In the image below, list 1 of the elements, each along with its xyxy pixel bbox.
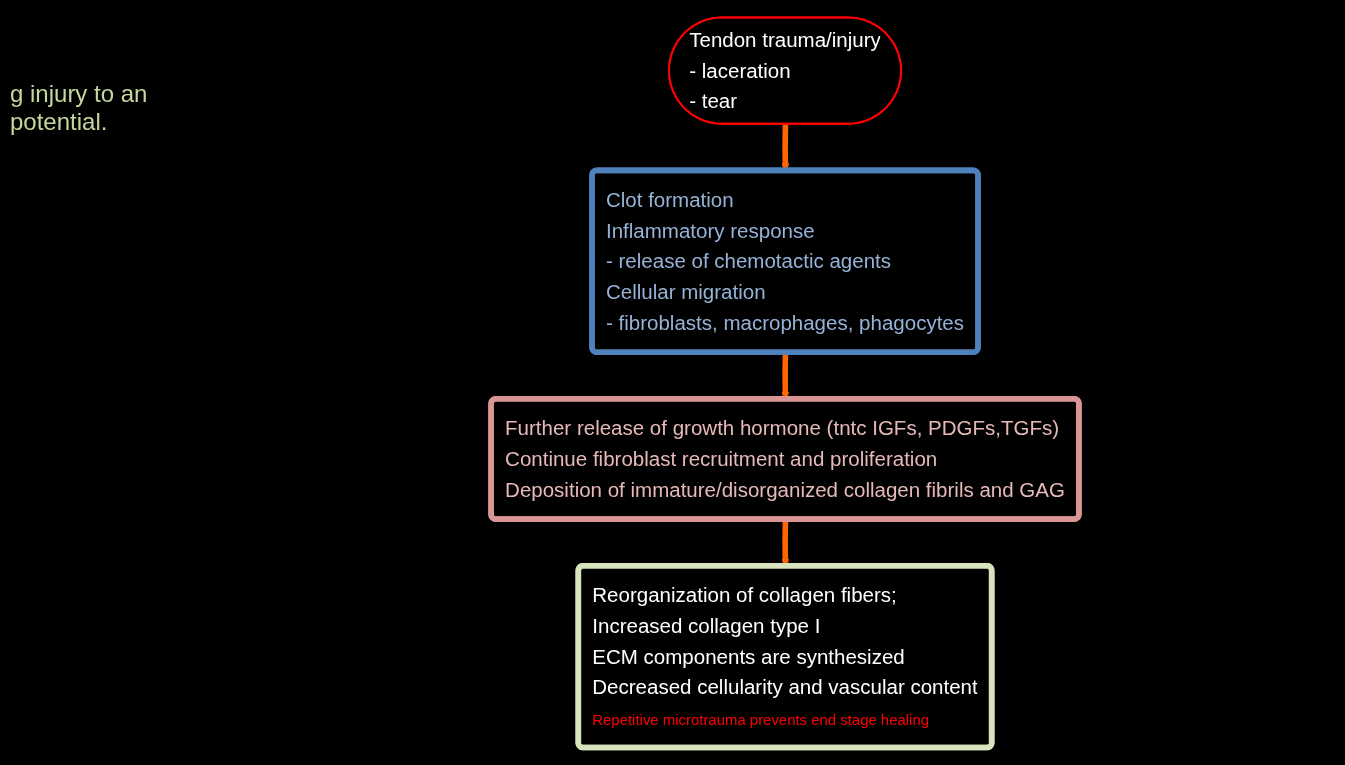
note-text: g injury to an potential. xyxy=(10,80,149,136)
